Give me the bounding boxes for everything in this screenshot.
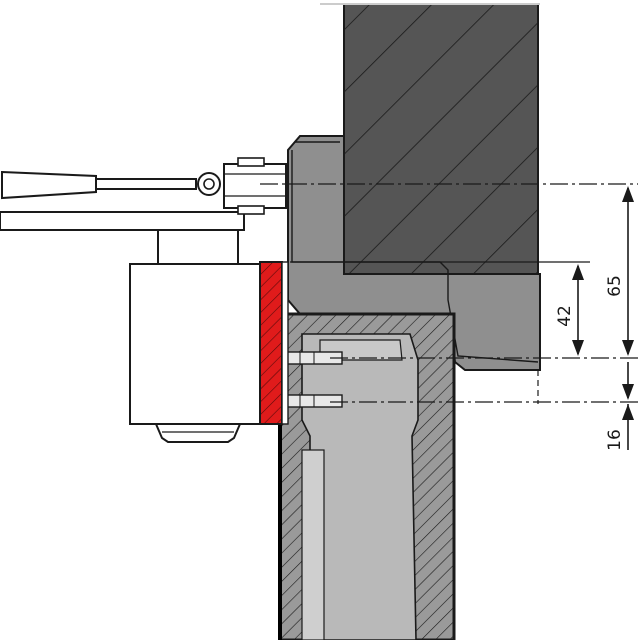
- fixing-screws: [285, 351, 343, 408]
- extension-lines: [260, 183, 638, 404]
- dimension-65: 65: [605, 186, 634, 356]
- dimension-16: 16: [605, 362, 634, 451]
- door-closer-body: [129, 229, 261, 443]
- dimension-label-42: 42: [555, 305, 575, 327]
- wall-section: [320, 3, 540, 275]
- dimension-42: 42: [555, 264, 584, 356]
- mounting-plate: [259, 261, 289, 425]
- dimension-label-65: 65: [605, 275, 625, 297]
- door-closer-arm: [0, 157, 287, 231]
- dimension-label-16: 16: [605, 429, 625, 451]
